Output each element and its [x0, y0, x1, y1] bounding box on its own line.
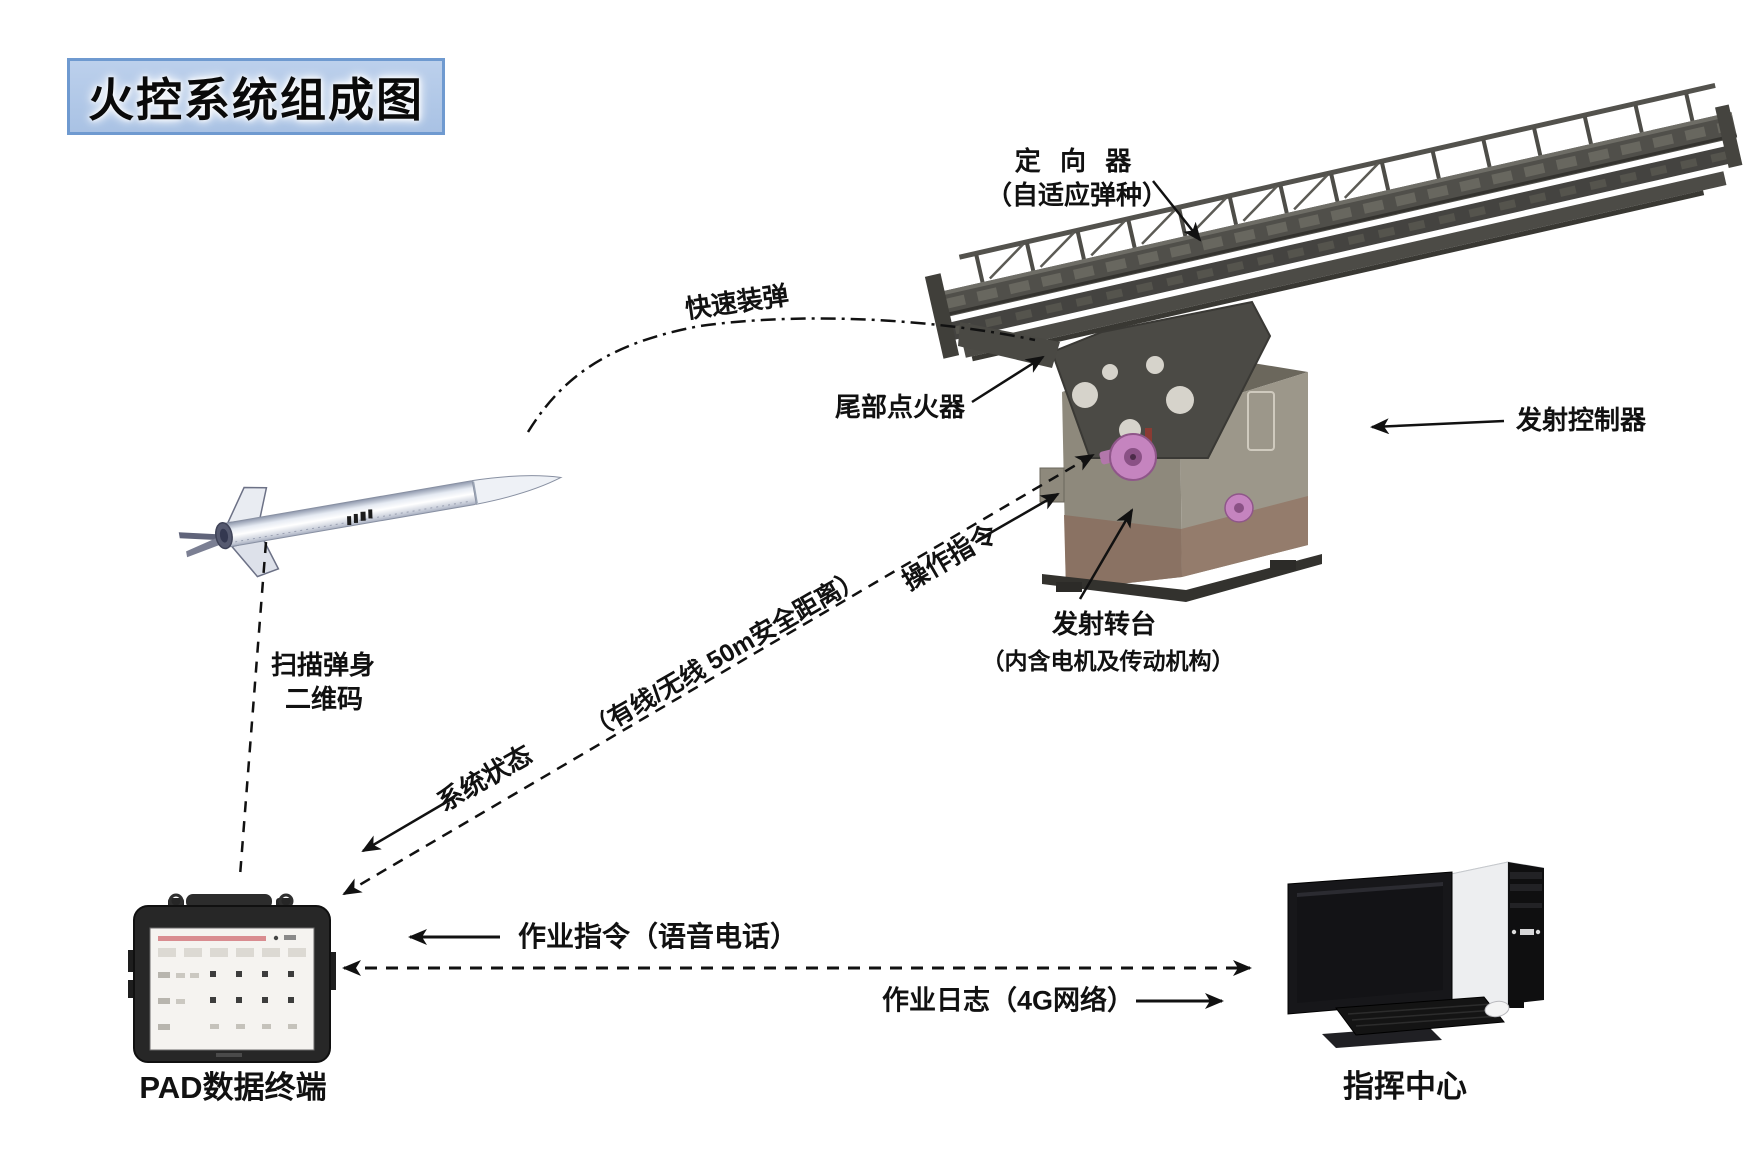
launcher-graphic	[924, 83, 1743, 602]
wireless-link-line	[342, 453, 1095, 896]
connections	[238, 180, 1505, 1009]
label-director-line1: 定 向 器	[1014, 146, 1138, 177]
turntable-arrow	[1078, 508, 1134, 600]
launcher-knob-small	[1224, 493, 1254, 523]
scan-qr-line	[238, 541, 268, 877]
label-command-center: 指挥中心	[1343, 1069, 1467, 1105]
label-scan-line1: 扫描弹身	[270, 650, 376, 681]
label-work-log: 作业日志（4G网络）	[881, 985, 1135, 1016]
label-scan-line2: 二维码	[284, 684, 364, 715]
label-launch-controller: 发射控制器	[1516, 405, 1647, 436]
label-turntable-line1: 发射转台	[1051, 609, 1157, 640]
command-center-graphic	[1287, 861, 1545, 1048]
pad-screen-content	[158, 935, 306, 1030]
label-director-line2: （自适应弹种）	[985, 180, 1169, 211]
director-arrow	[1152, 180, 1202, 242]
pad-terminal-graphic	[128, 893, 336, 1063]
rocket-graphic	[178, 475, 563, 578]
launcher-rail	[924, 83, 1743, 362]
launch-controller-arrow	[1370, 418, 1505, 435]
diagram-title: 火控系统组成图	[88, 73, 424, 126]
label-tail-igniter: 尾部点火器	[834, 392, 966, 423]
label-pad-terminal: PAD数据终端	[139, 1070, 327, 1106]
diagram-title-box: 火控系统组成图	[67, 58, 445, 135]
system-status-arrow	[361, 795, 456, 853]
launcher-knob-large	[1099, 433, 1157, 481]
tail-igniter-arrow	[971, 355, 1045, 404]
tower-drive-bays	[1510, 872, 1542, 935]
quick-load-path	[526, 317, 1036, 433]
op-command-arrow	[977, 492, 1060, 542]
label-work-command: 作业指令（语音电话）	[518, 920, 799, 952]
label-turntable-line2: （内含电机及传动机构）	[981, 647, 1235, 674]
